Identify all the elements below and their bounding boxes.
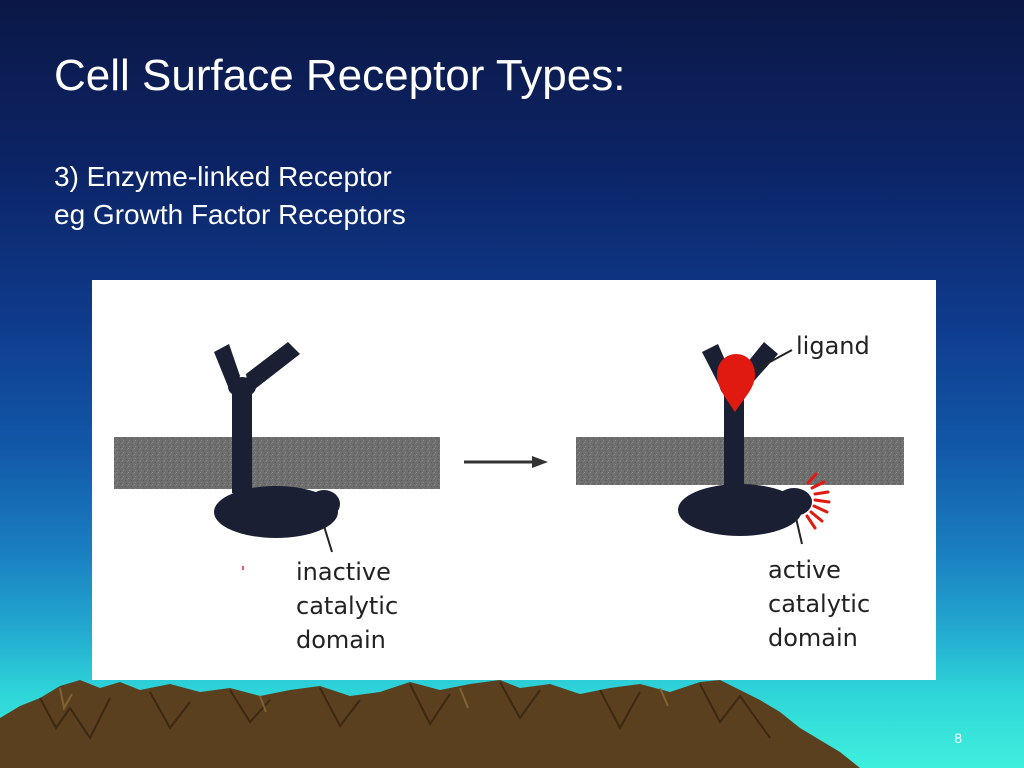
active-site-spark [805,472,831,530]
inactive-label-line-2: catalytic [296,592,398,620]
active-label-line-1: active [768,556,841,584]
active-pointer-line [795,517,803,545]
slide-subtitle: 3) Enzyme-linked Receptor eg Growth Fact… [54,158,406,234]
receptor-inactive [214,342,340,538]
page-number: 8 [954,730,962,746]
ligand-pointer-line [754,349,793,371]
inactive-label-line-3: domain [296,626,386,654]
inactive-pointer-line [323,525,333,553]
ligand-label: ligand [796,332,870,360]
slide-title: Cell Surface Receptor Types: [54,51,626,100]
activation-arrow [464,456,548,468]
membrane-left [114,437,440,489]
stray-pixel-mark [242,566,244,570]
active-label-line-3: domain [768,624,858,652]
receptor-diagram: inactive catalytic domain ligand [92,280,936,680]
subtitle-line-example: eg Growth Factor Receptors [54,199,406,230]
mountain-range-decoration [0,680,860,768]
active-label-line-2: catalytic [768,590,870,618]
inactive-label-line-1: inactive [296,558,391,586]
subtitle-line-receptor-type: 3) Enzyme-linked Receptor [54,161,392,192]
ligand-shape [717,354,755,412]
receptor-diagram-svg: inactive catalytic domain ligand [114,332,904,654]
